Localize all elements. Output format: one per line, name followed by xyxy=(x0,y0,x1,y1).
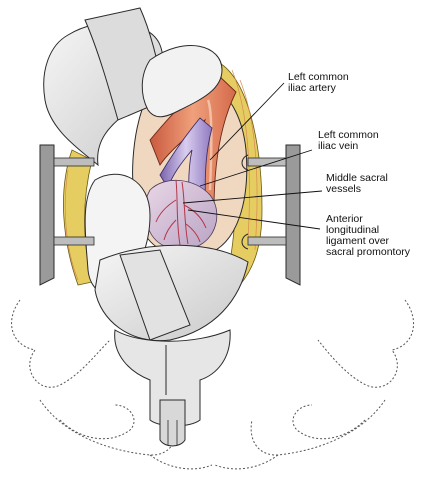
sacral-promontory xyxy=(144,179,218,250)
label-line: iliac artery xyxy=(288,82,336,94)
leader-artery xyxy=(209,82,285,161)
middle-sacral-vessels xyxy=(155,179,207,246)
leader-ligament xyxy=(187,209,321,230)
pelvis-outline xyxy=(11,299,414,470)
drape-band xyxy=(119,249,191,341)
rectum xyxy=(114,329,231,427)
label-anterior-longitudinal-ligament: Anterior longitudinal ligament over sacr… xyxy=(326,214,410,258)
label-line: ligament over xyxy=(326,235,390,247)
label-line: iliac vein xyxy=(318,140,359,152)
label-line: vessels xyxy=(326,183,362,195)
leader-sacral-vessels xyxy=(182,190,323,204)
label-middle-sacral-vessels: Middle sacral vessels xyxy=(326,173,388,195)
anal-canal xyxy=(159,399,186,447)
label-line: Anterior xyxy=(326,213,363,225)
retracted-bowel-right xyxy=(141,45,223,118)
retractor-right xyxy=(241,144,301,286)
label-line: Middle sacral xyxy=(326,172,388,184)
label-line: Left common xyxy=(288,71,349,83)
label-line: longitudinal xyxy=(326,224,380,236)
leader-lines xyxy=(182,82,323,230)
label-line: sacral promontory xyxy=(326,246,411,258)
leader-vein xyxy=(199,149,313,187)
fat-layer-left xyxy=(63,149,93,286)
label-line: Left common xyxy=(318,129,379,141)
label-left-common-iliac-vein: Left common iliac vein xyxy=(318,130,379,152)
label-left-common-iliac-artery: Left common iliac artery xyxy=(288,72,349,94)
retractor-left xyxy=(39,144,95,286)
